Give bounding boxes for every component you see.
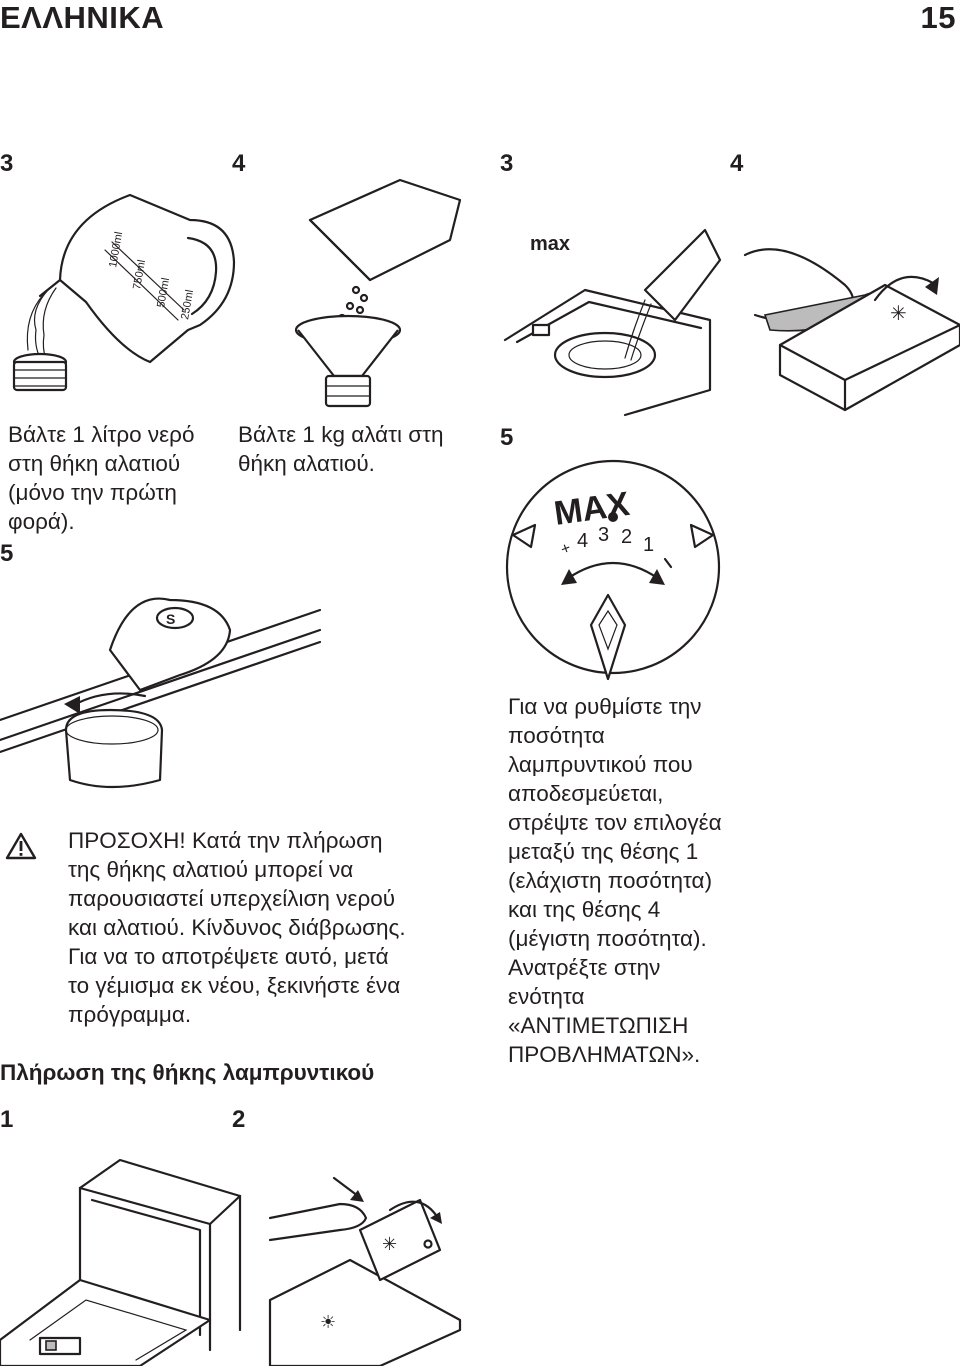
lid-star-icon: ✳ [890,303,907,325]
cap-symbol-icon: S [166,611,175,627]
rinse-step-5-number: 5 [500,424,514,451]
jug-mark-750: 750ml [131,259,148,291]
dial-left-arrow-icon [561,569,577,585]
dial-scale-4: 4 [577,530,588,552]
dishwasher-open-door-illustration [0,1158,242,1366]
salt-cap-closing-illustration: S [0,597,322,789]
rinse-step-4-number: 4 [730,150,744,177]
jug-mark-250: 250ml [179,289,196,321]
close-direction-arrow-icon [925,277,939,295]
jug-measurement-marks: 1000ml 750ml 500ml 250ml [104,231,196,321]
dial-scale-2: 2 [621,526,632,548]
rinse-step-3-number: 3 [500,150,514,177]
dial-pointer [589,593,627,681]
warning-text: Κατά την πλήρωση της θήκης αλατιού μπορε… [68,828,406,1027]
salt-step-5-number: 5 [0,540,14,567]
dial-scale-1: 1 [643,534,654,556]
salt-step-4-text: Βάλτε 1 kg αλάτι στη θήκη αλατιού. [238,422,444,476]
salt-step-3-text: Βάλτε 1 λίτρο νερό στη θήκη αλατιού (μόν… [8,422,195,534]
rotate-direction-arrow-icon [64,696,80,714]
rinse-adjust-instructions: Για να ρυθμίστε την ποσότητα λαμπρυντικο… [508,694,722,1067]
dial-plus-sign: + [559,540,574,559]
page-number: 15 [920,0,956,35]
fill-step-1-number: 1 [0,1106,14,1133]
warning-label: ΠΡΟΣΟΧΗ! [68,828,186,853]
rinse-aid-pouring-illustration: max [503,228,722,417]
lid-open-arrow-icon [430,1212,442,1224]
rinse-aid-dosage-dial: MAX + 4 3 2 1 [505,459,721,681]
dial-right-arrow-icon [649,569,665,585]
warning-block: ΠΡΟΣΟΧΗ! Κατά την πλήρωση της θήκης αλατ… [68,826,408,1029]
wipe-and-close-lid-illustration: ✳ [743,248,960,412]
jug-mark-500: 500ml [155,277,172,309]
rinse-aid-fill-section-title: Πλήρωση της θήκης λαμπρυντικού [0,1060,375,1085]
lid-star-icon-2: ✳ [382,1234,397,1254]
warning-triangle-icon [5,832,37,860]
press-release-button-illustration: ✳ ☀ [268,1176,462,1366]
salt-step-3-number: 3 [0,150,14,177]
salt-funnel-illustration [294,178,462,408]
salt-step-4-number: 4 [232,150,246,177]
fill-step-2-number: 2 [232,1106,246,1133]
jug-pouring-water-illustration: 1000ml 750ml 500ml 250ml [12,193,236,392]
press-arrow-icon [350,1190,364,1202]
max-label: max [530,233,570,255]
lid-sun-icon: ☀ [320,1312,336,1332]
section-language-header: ΕΛΛΗΝΙΚΑ [0,0,165,35]
dial-scale-3: 3 [598,524,609,546]
